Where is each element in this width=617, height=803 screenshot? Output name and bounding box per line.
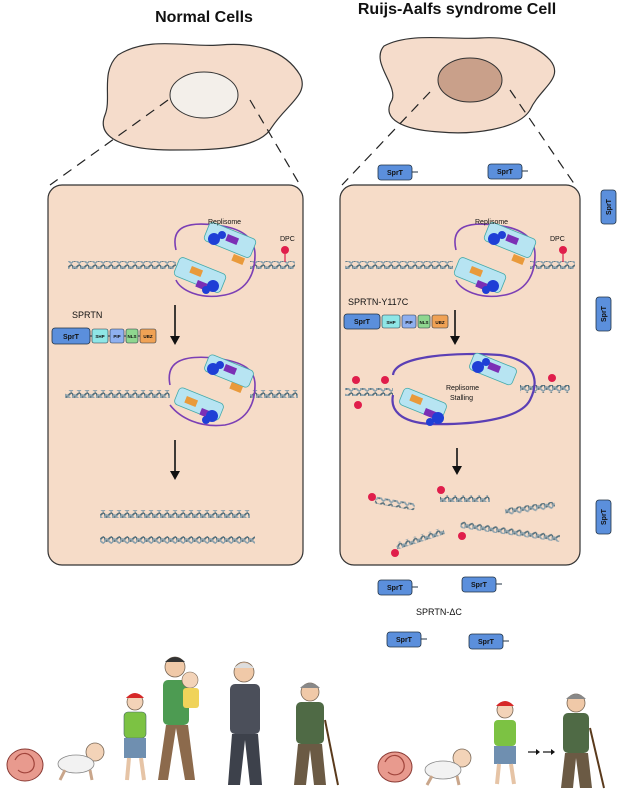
svg-text:SHP: SHP — [386, 320, 395, 325]
replisome-label: Replisome — [208, 219, 241, 226]
dpc-label: DPC — [280, 236, 295, 243]
normal-dna-middle — [65, 354, 298, 427]
sprtn-dc-label: SPRTN-ΔC — [416, 607, 462, 617]
replisome-label-disease: Replisome — [475, 219, 508, 226]
disease-panel — [339, 184, 581, 566]
dpc-label-disease: DPC — [550, 236, 565, 243]
stalling-label-2: Stalling — [450, 395, 473, 402]
svg-text:NLS: NLS — [128, 334, 137, 339]
svg-text:SprT: SprT — [396, 637, 413, 644]
adult-with-child-icon — [158, 656, 199, 780]
svg-text:SprT: SprT — [387, 170, 404, 177]
disease-dna-stalled — [345, 352, 570, 426]
normal-dna-product-2 — [100, 536, 255, 544]
svg-text:SprT: SprT — [601, 305, 608, 322]
title-normal-cells: Normal Cells — [155, 9, 253, 26]
disease-dna-top — [345, 222, 575, 298]
svg-text:NLS: NLS — [420, 320, 429, 325]
fetus-icon — [6, 748, 44, 782]
crawling-baby-icon-right — [424, 748, 472, 786]
sprtn-label: SPRTN — [72, 310, 102, 320]
svg-text:SprT: SprT — [387, 585, 404, 592]
normal-nucleus — [169, 71, 239, 119]
svg-text:SprT: SprT — [354, 319, 371, 326]
svg-text:SprT: SprT — [601, 508, 608, 525]
old-man-with-cane-icon — [294, 682, 339, 786]
normal-panel — [47, 184, 304, 566]
svg-text:SprT: SprT — [497, 169, 514, 176]
svg-text:SprT: SprT — [63, 334, 80, 341]
svg-text:SprT: SprT — [471, 582, 488, 589]
stalling-label-1: Replisome — [446, 385, 479, 392]
disease-cell — [341, 36, 576, 186]
sprtn-mutant-protein: SprT SHP PIP NLS UBZ — [343, 313, 449, 330]
crawling-baby-icon — [57, 742, 105, 781]
fetus-icon-right — [377, 751, 413, 783]
elderly-man-icon — [228, 661, 262, 785]
disease-broken-dna — [368, 486, 561, 557]
sprtn-protein: SprT SHP PIP NLS UBZ — [51, 327, 157, 345]
sprtn-mutant-label: SPRTN-Y117C — [348, 297, 409, 307]
svg-text:PIP: PIP — [405, 320, 412, 325]
arrow-icon — [528, 749, 555, 755]
normal-cell — [49, 42, 303, 186]
child-icon-right — [494, 701, 516, 785]
svg-text:UBZ: UBZ — [143, 334, 152, 339]
svg-text:SprT: SprT — [478, 639, 495, 646]
sprt-truncated-proteins: SprT SprT SprT SprT SprT SprT SprT SprT … — [377, 163, 617, 650]
child-icon — [123, 693, 147, 781]
disease-nucleus — [437, 57, 503, 103]
old-man-with-cane-icon-right — [561, 693, 605, 789]
title-disease-cells: Ruijs-Aalfs syndrome Cell — [358, 1, 556, 18]
svg-text:SprT: SprT — [606, 198, 613, 215]
svg-text:PIP: PIP — [113, 334, 120, 339]
svg-text:UBZ: UBZ — [435, 320, 444, 325]
svg-text:SHP: SHP — [95, 334, 104, 339]
normal-dna-product-1 — [100, 510, 250, 518]
normal-dna-top — [68, 222, 295, 298]
